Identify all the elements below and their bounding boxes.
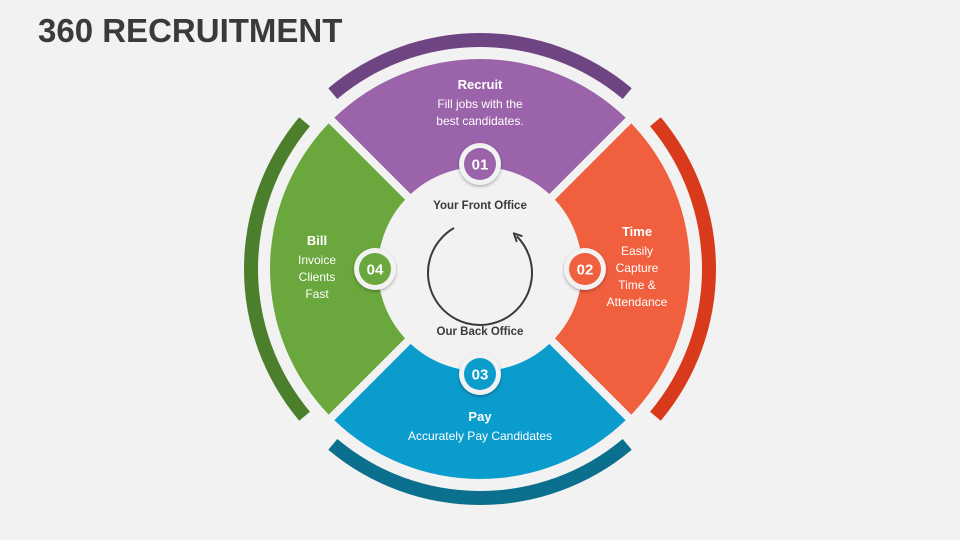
segment-desc-time: Time & <box>618 278 656 292</box>
center-disc <box>378 167 582 371</box>
segment-desc-recruit: best candidates. <box>436 114 523 128</box>
segment-desc-pay: Accurately Pay Candidates <box>408 429 552 443</box>
step-badge-02: 02 <box>564 248 606 290</box>
segment-desc-recruit: Fill jobs with the <box>437 97 523 111</box>
front-office-label: Your Front Office <box>433 200 527 212</box>
segment-title-bill: Bill <box>307 233 327 248</box>
segment-desc-bill: Invoice <box>298 253 336 267</box>
segment-desc-time: Easily <box>621 244 653 258</box>
segment-title-pay: Pay <box>468 409 492 424</box>
segment-desc-time: Capture <box>616 261 659 275</box>
segment-title-recruit: Recruit <box>458 77 503 92</box>
segment-title-time: Time <box>622 224 652 239</box>
back-office-label: Our Back Office <box>437 326 524 338</box>
step-badge-04: 04 <box>354 248 396 290</box>
segment-time <box>554 123 690 415</box>
step-number: 01 <box>472 157 489 174</box>
outer-ring-recruit <box>328 33 632 99</box>
segment-desc-bill: Clients <box>299 270 336 284</box>
page-title: 360 RECRUITMENT <box>38 12 343 49</box>
step-number: 02 <box>577 262 594 279</box>
segment-desc-time: Attendance <box>607 295 668 309</box>
segment-recruit <box>334 58 626 195</box>
step-number: 03 <box>472 367 489 384</box>
cycle-arrow-icon <box>426 227 533 327</box>
segment-desc-bill: Fast <box>305 287 329 301</box>
outer-ring-time <box>650 117 716 421</box>
segment-pay <box>334 343 626 480</box>
outer-ring-bill <box>243 117 310 421</box>
outer-ring-pay <box>328 439 632 505</box>
step-number: 04 <box>367 262 384 279</box>
segment-bill <box>269 123 406 415</box>
step-badge-01: 01 <box>459 143 501 185</box>
step-badge-03: 03 <box>459 353 501 395</box>
